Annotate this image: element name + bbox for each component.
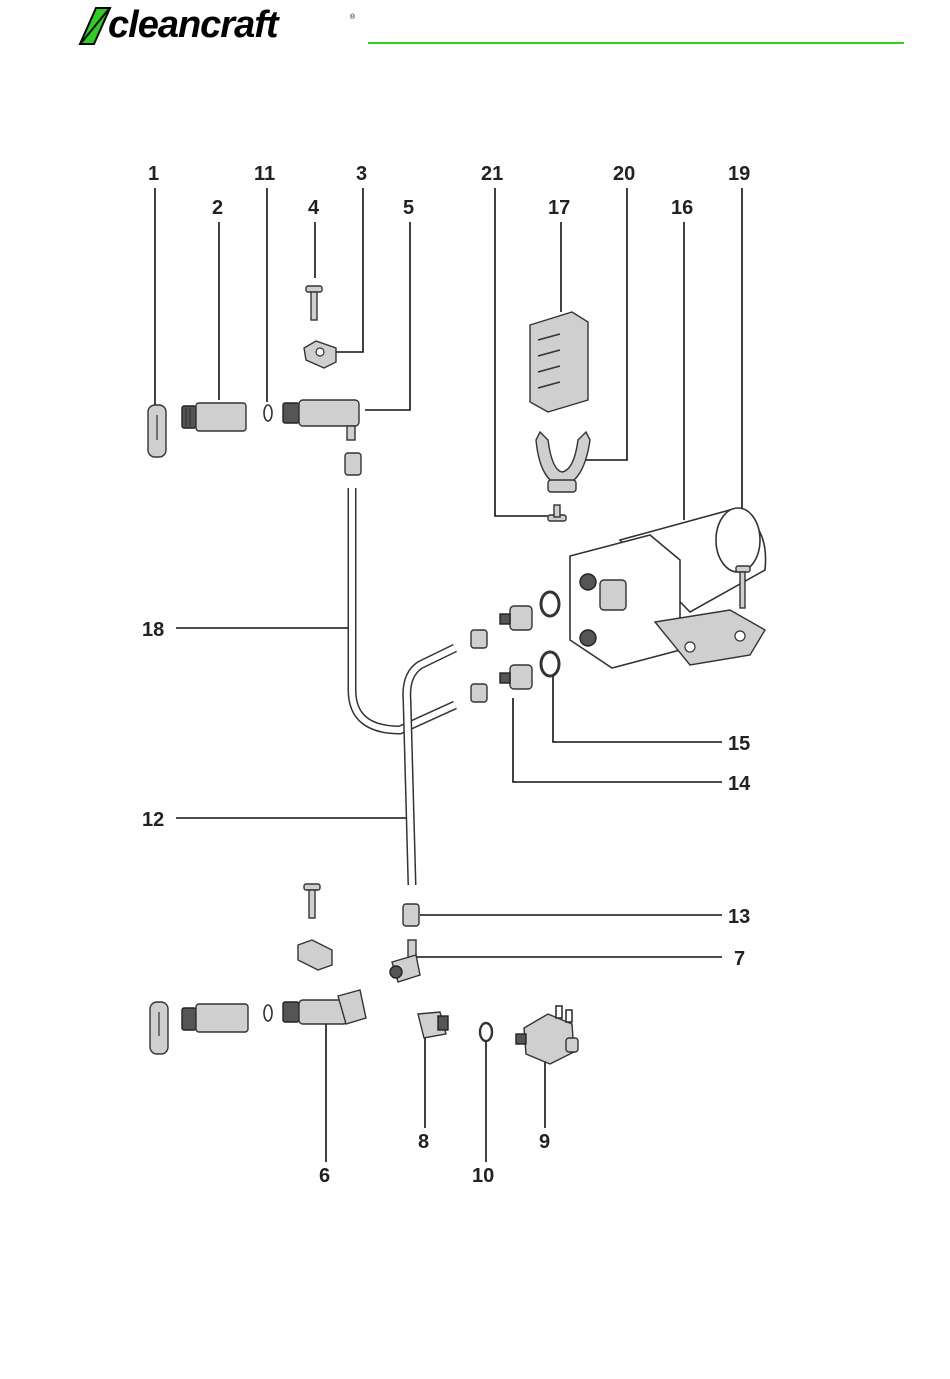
part-number-5: 5 [403, 197, 414, 219]
part-8-elbow [418, 1012, 448, 1038]
part-number-2: 2 [212, 197, 223, 219]
part-number-16: 16 [671, 197, 693, 219]
part-5-tee-fitting-upper [283, 400, 359, 440]
part-number-7: 7 [734, 948, 745, 970]
part-number-15: 15 [728, 733, 750, 755]
part-number-14: 14 [728, 773, 751, 795]
part-number-10: 10 [472, 1165, 494, 1187]
leader-15 [553, 676, 722, 742]
part-number-6: 6 [319, 1165, 330, 1187]
part-9-pressure-switch [516, 1006, 578, 1064]
part-number-21: 21 [481, 163, 503, 185]
part-14-fittings [471, 606, 532, 702]
leader-3 [335, 188, 363, 352]
part-number-12: 12 [142, 809, 164, 831]
part-4-screw-lower [304, 884, 320, 918]
part-1-cap-upper [148, 405, 166, 457]
part-19-screw [736, 566, 750, 608]
leader-14 [513, 698, 722, 782]
part-11-o-ring-upper [264, 405, 272, 421]
part-17-switch-connector [530, 312, 588, 412]
part-7-elbow [390, 940, 420, 982]
part-number-20: 20 [613, 163, 635, 185]
part-21-screw [548, 505, 566, 521]
part-number-11: 11 [254, 163, 275, 185]
part-number-18: 18 [142, 619, 164, 641]
part-3-clip-lower [298, 940, 332, 970]
part-number-3: 3 [356, 163, 367, 185]
part-10-o-ring [480, 1023, 492, 1041]
part-13-sleeve-lower [403, 904, 419, 926]
part-6-tee-fitting-lower [283, 990, 366, 1024]
part-number-17: 17 [548, 197, 570, 219]
part-4-screw-upper [306, 286, 322, 320]
part-2-connector-lower [182, 1004, 248, 1032]
part-12-hose [407, 648, 455, 885]
part-number-13: 13 [728, 906, 750, 928]
part-11-o-ring-lower [264, 1005, 272, 1021]
part-13-sleeve-upper [345, 453, 361, 475]
part-number-19: 19 [728, 163, 750, 185]
part-number-9: 9 [539, 1131, 550, 1153]
part-15-o-rings [541, 592, 559, 676]
leader-20 [583, 188, 627, 460]
part-20-clamp [536, 432, 590, 492]
part-1-cap-lower [150, 1002, 168, 1054]
leader-5 [365, 222, 410, 410]
part-16-pump-motor [570, 508, 766, 668]
part-number-4: 4 [308, 197, 320, 219]
part-2-connector-upper [182, 403, 246, 431]
part-number-8: 8 [418, 1131, 429, 1153]
part-number-1: 1 [148, 163, 159, 185]
part-3-clip-upper [304, 341, 336, 368]
